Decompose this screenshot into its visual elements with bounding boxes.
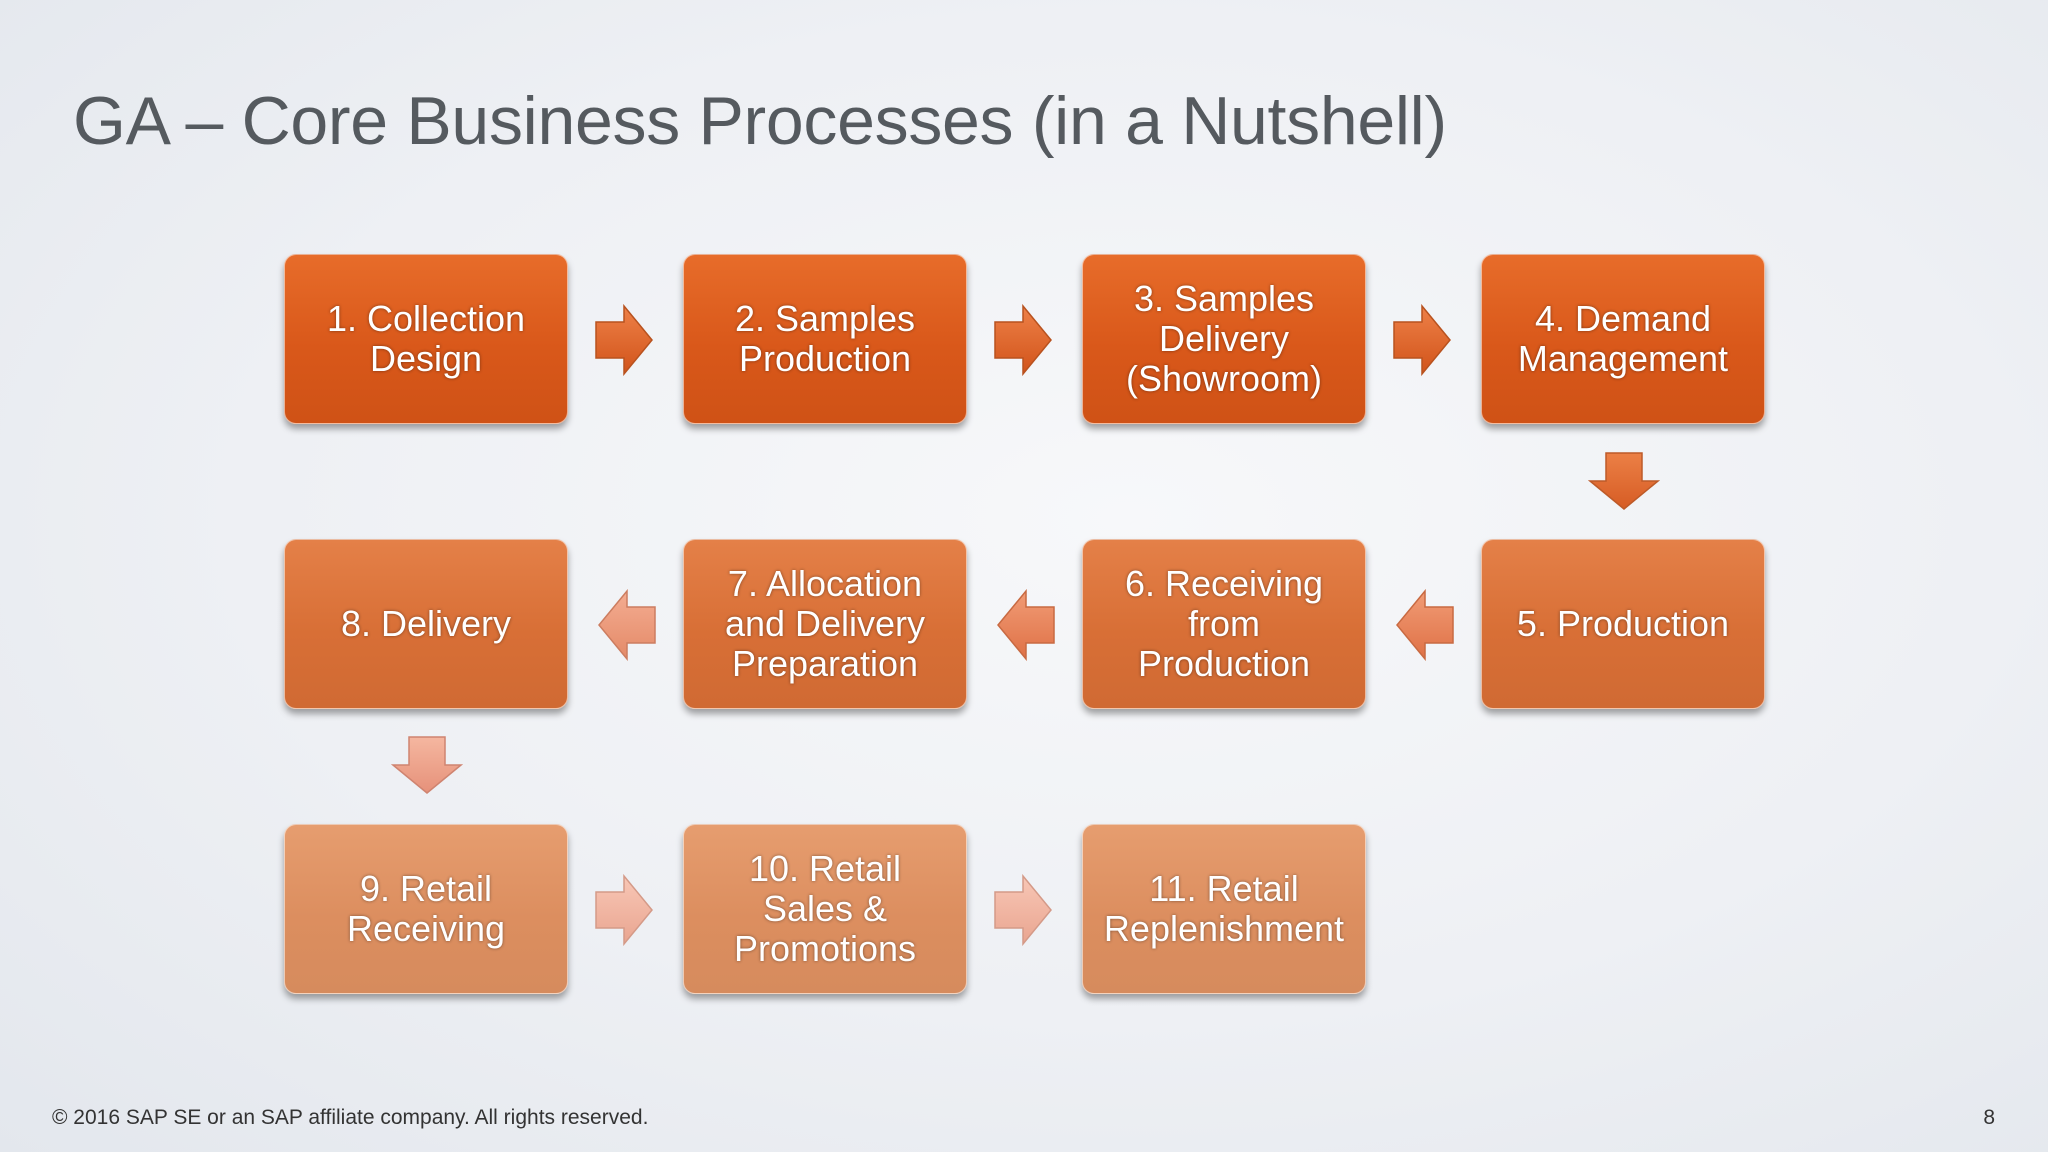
arrow-right-icon (994, 874, 1052, 946)
arrow-right-icon (595, 304, 653, 376)
arrow-left-icon (598, 589, 656, 661)
step-receiving-from-production: 6. Receiving from Production (1082, 539, 1366, 709)
arrow-left-icon (997, 589, 1055, 661)
arrow-right-icon (994, 304, 1052, 376)
arrow-down-icon (391, 736, 463, 794)
arrow-down-icon (1588, 452, 1660, 510)
step-retail-replenishment: 11. Retail Replenishment (1082, 824, 1366, 994)
step-collection-design: 1. Collection Design (284, 254, 568, 424)
step-demand-management: 4. Demand Management (1481, 254, 1765, 424)
page-title: GA – Core Business Processes (in a Nutsh… (73, 83, 1447, 159)
arrow-left-icon (1396, 589, 1454, 661)
arrow-right-icon (595, 874, 653, 946)
step-samples-production: 2. Samples Production (683, 254, 967, 424)
step-delivery: 8. Delivery (284, 539, 568, 709)
step-retail-sales-promotions: 10. Retail Sales & Promotions (683, 824, 967, 994)
copyright-notice: © 2016 SAP SE or an SAP affiliate compan… (52, 1106, 649, 1129)
page-number: 8 (1983, 1106, 1995, 1129)
step-retail-receiving: 9. Retail Receiving (284, 824, 568, 994)
arrow-right-icon (1393, 304, 1451, 376)
step-allocation-delivery-preparation: 7. Allocation and Delivery Preparation (683, 539, 967, 709)
step-production: 5. Production (1481, 539, 1765, 709)
step-samples-delivery: 3. Samples Delivery (Showroom) (1082, 254, 1366, 424)
